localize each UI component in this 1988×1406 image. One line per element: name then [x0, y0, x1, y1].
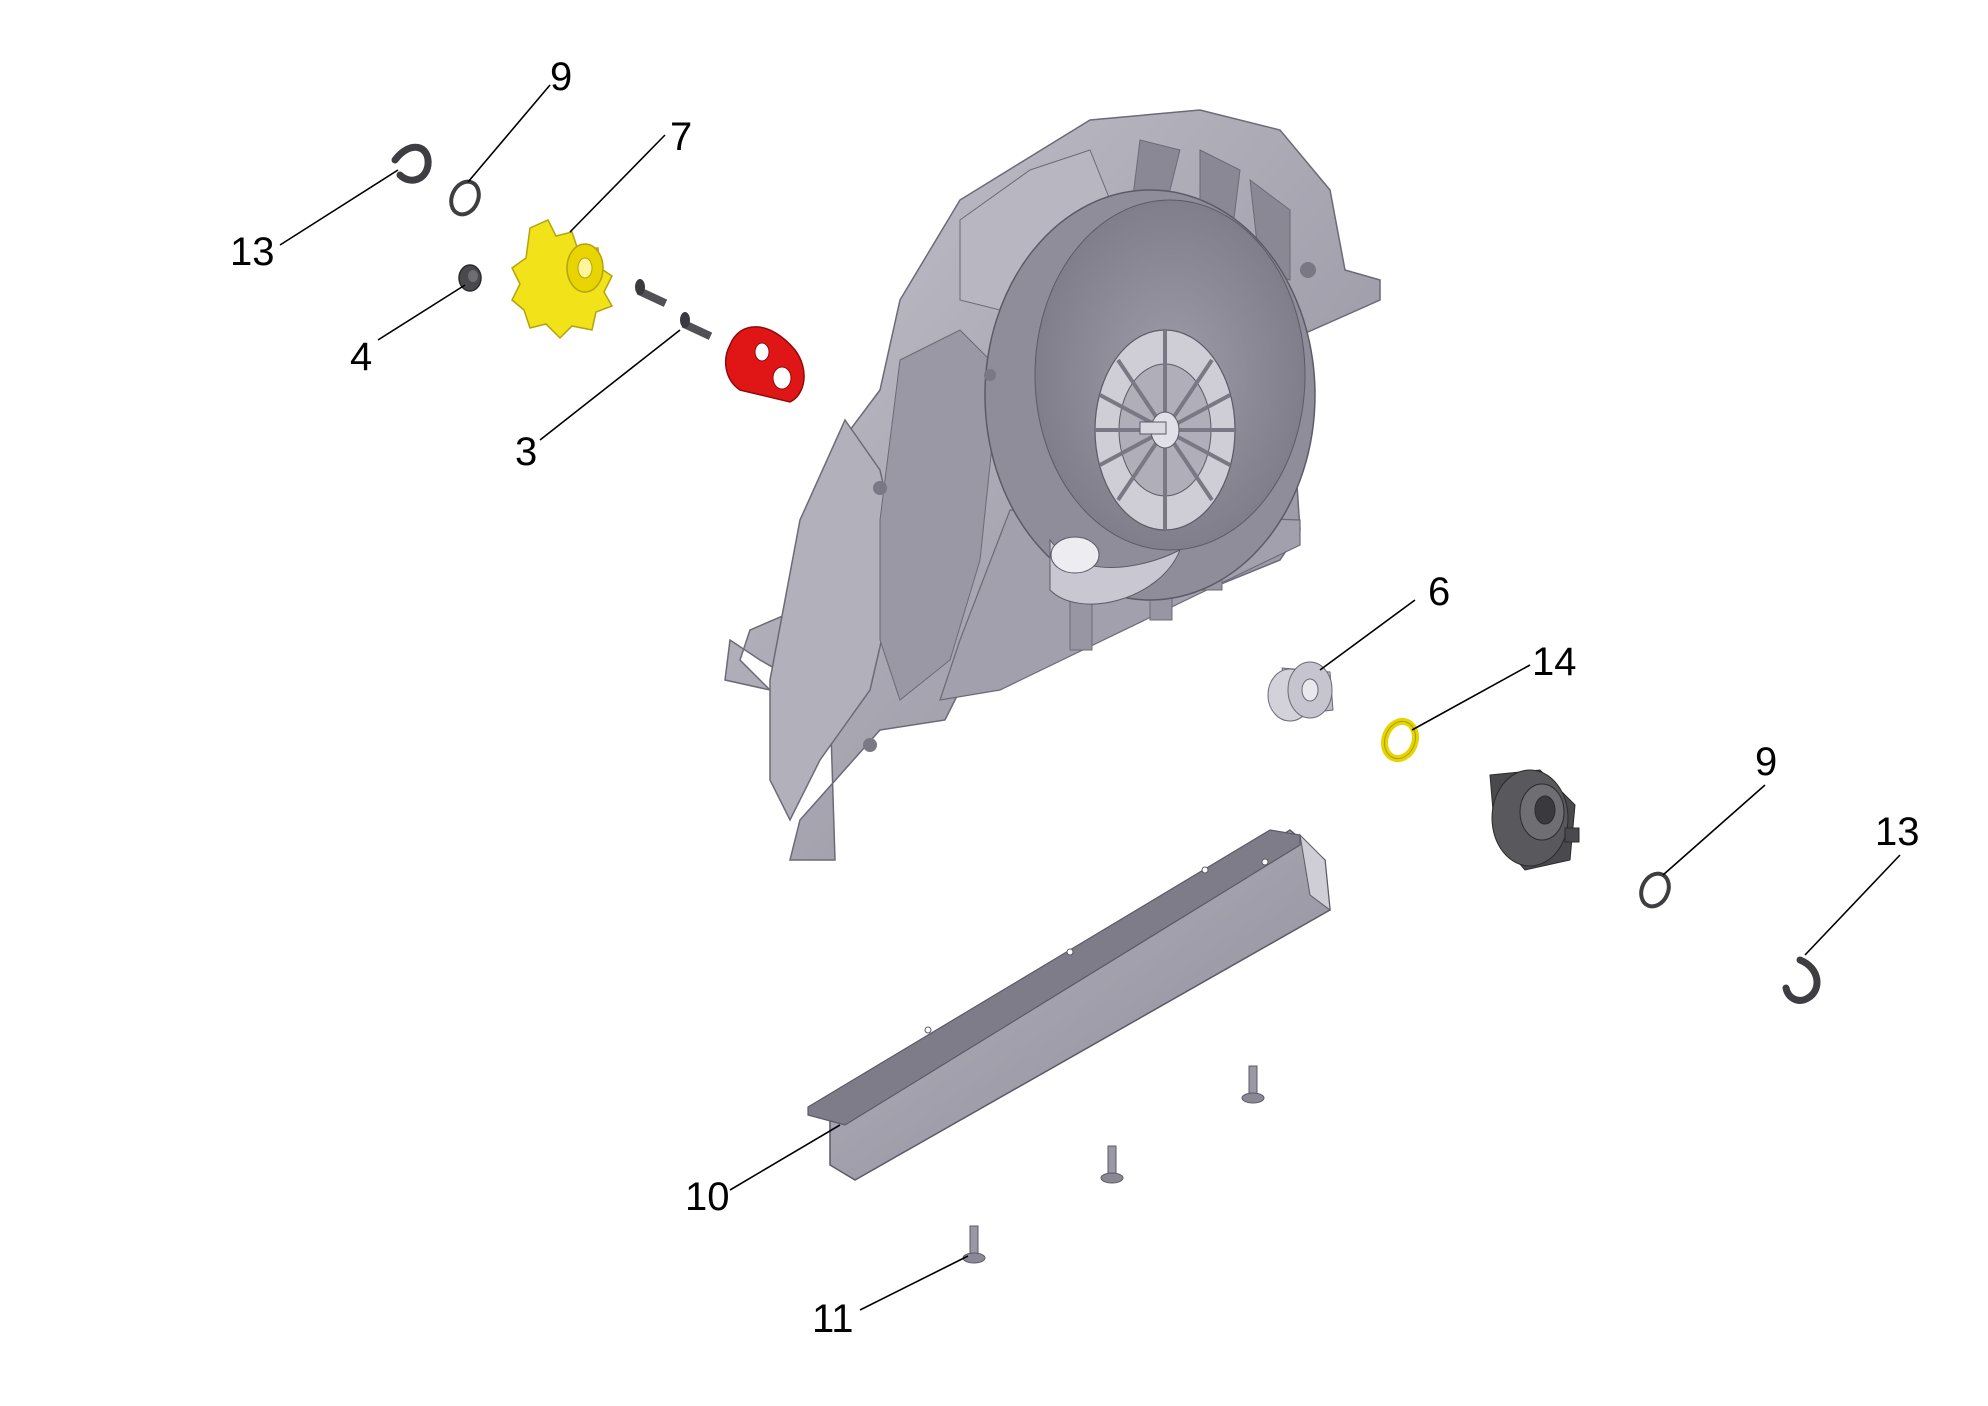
bolt-11-b — [1100, 1145, 1124, 1184]
callout-14: 14 — [1532, 640, 1577, 684]
bolt-11-a — [1241, 1065, 1265, 1104]
callout-9-right: 9 — [1755, 740, 1777, 784]
callout-10: 10 — [685, 1175, 730, 1219]
callout-6: 6 — [1428, 570, 1450, 614]
leader-13-right — [1804, 854, 1901, 956]
callout-11: 11 — [812, 1297, 854, 1341]
leader-13-left — [279, 169, 399, 246]
callout-4: 4 — [350, 335, 372, 379]
blower-housing — [724, 109, 1381, 861]
leader-9-right — [1662, 784, 1766, 876]
screw-upper — [635, 279, 668, 307]
circlip-13-right — [1782, 956, 1821, 1004]
leader-7 — [569, 134, 666, 233]
callout-labels: 13 9 7 4 3 6 14 9 13 10 11 — [230, 55, 1920, 1341]
leader-4 — [377, 284, 466, 341]
o-ring-9-left — [449, 179, 481, 217]
leader-14 — [1411, 664, 1531, 731]
callout-7: 7 — [670, 115, 692, 159]
impeller — [1094, 329, 1236, 531]
leader-6 — [1319, 599, 1416, 671]
callout-13-left: 13 — [230, 230, 275, 274]
leader-3 — [539, 329, 681, 441]
callout-3: 3 — [515, 430, 537, 474]
circlip-13-left — [391, 143, 432, 184]
callout-9-left: 9 — [550, 55, 572, 99]
gear-7 — [511, 219, 614, 340]
spacer-6 — [1267, 661, 1334, 722]
callout-13-right: 13 — [1875, 810, 1920, 854]
o-ring-9-right — [1639, 871, 1671, 909]
leader-10 — [729, 1124, 841, 1191]
leader-lines — [279, 84, 1901, 1311]
leader-11 — [859, 1255, 969, 1311]
guard-rail-10 — [807, 829, 1331, 1181]
leader-9-left — [467, 84, 551, 183]
washer-14 — [1380, 717, 1420, 763]
screw-3 — [680, 312, 713, 340]
bearing-housing — [1489, 769, 1580, 871]
cam-red — [724, 326, 805, 403]
